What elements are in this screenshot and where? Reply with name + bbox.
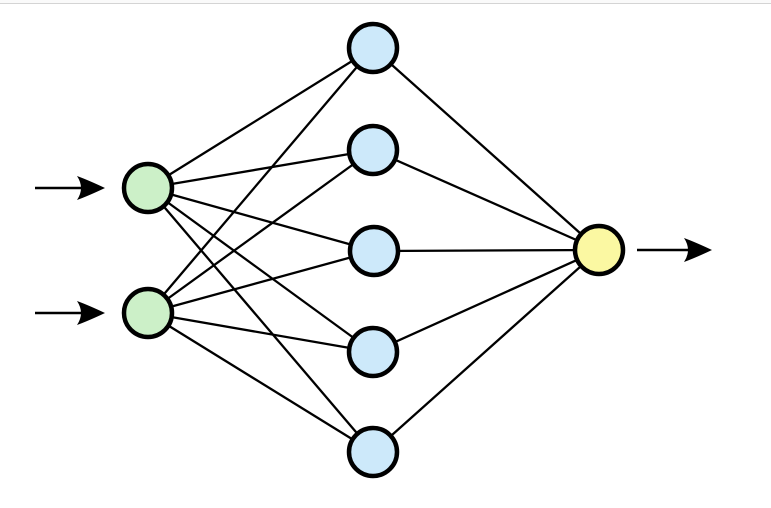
edge-i1-h3 bbox=[147, 186, 375, 253]
edge-i2-h1 bbox=[147, 47, 374, 314]
edge-h3-o1 bbox=[373, 248, 600, 253]
hidden-node-5 bbox=[346, 425, 400, 479]
input-arrow-2-head-icon bbox=[77, 301, 105, 325]
edge-i1-h4 bbox=[147, 187, 374, 353]
window-top-border bbox=[0, 0, 771, 4]
edge-h2-o1 bbox=[372, 148, 600, 252]
edge-i1-h5 bbox=[147, 187, 374, 453]
edge-i1-h2 bbox=[147, 148, 374, 190]
edge-i2-h2 bbox=[147, 149, 374, 314]
input-arrow-1 bbox=[35, 176, 105, 200]
hidden-node-4 bbox=[346, 325, 400, 379]
output-node-1 bbox=[572, 223, 626, 277]
input-arrow-2 bbox=[35, 301, 105, 325]
hidden-node-2 bbox=[346, 123, 400, 177]
input-node-2 bbox=[121, 286, 175, 340]
edge-i1-h1 bbox=[147, 47, 374, 189]
output-arrow-head-icon bbox=[684, 238, 712, 262]
edge-i2-h3 bbox=[147, 249, 375, 315]
edge-i2-h5 bbox=[147, 312, 374, 453]
output-arrow bbox=[637, 238, 712, 262]
edge-i2-h4 bbox=[147, 311, 374, 354]
edge-h1-o1 bbox=[372, 47, 600, 251]
hidden-node-1 bbox=[346, 21, 400, 75]
edges-group bbox=[147, 47, 600, 453]
hidden-node-3 bbox=[347, 224, 401, 278]
arrows-group bbox=[35, 176, 712, 325]
input-node-1 bbox=[121, 161, 175, 215]
edge-h4-o1 bbox=[372, 248, 600, 354]
input-arrow-1-head-icon bbox=[77, 176, 105, 200]
edge-h5-o1 bbox=[372, 249, 600, 453]
nodes-group bbox=[121, 21, 626, 479]
